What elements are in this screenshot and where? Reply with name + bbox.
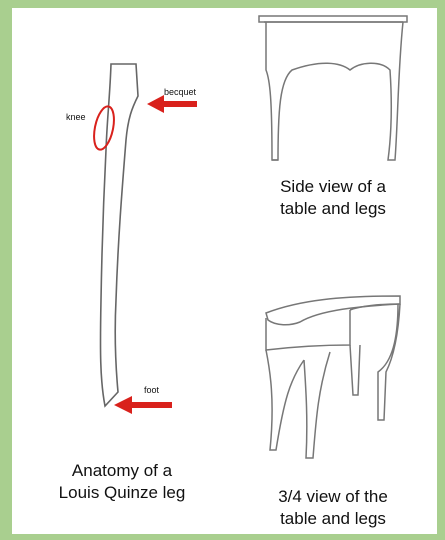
knee-highlight bbox=[91, 105, 118, 152]
three-quarter-caption: 3/4 view of the table and legs bbox=[258, 486, 408, 530]
side-view-table bbox=[259, 16, 407, 160]
leg-outline bbox=[100, 64, 138, 406]
foot-label: foot bbox=[144, 385, 159, 395]
three-quarter-table bbox=[266, 296, 400, 458]
leg-caption-line2: Louis Quinze leg bbox=[42, 482, 202, 504]
foot-arrow bbox=[114, 396, 172, 414]
becquet-label: becquet bbox=[164, 87, 196, 97]
side-view-caption: Side view of a table and legs bbox=[258, 176, 408, 220]
knee-label: knee bbox=[66, 112, 86, 122]
side-view-caption-line1: Side view of a bbox=[258, 176, 408, 198]
three-quarter-caption-line1: 3/4 view of the bbox=[258, 486, 408, 508]
side-view-caption-line2: table and legs bbox=[258, 198, 408, 220]
three-quarter-caption-line2: table and legs bbox=[258, 508, 408, 530]
leg-caption-line1: Anatomy of a bbox=[42, 460, 202, 482]
leg-caption: Anatomy of a Louis Quinze leg bbox=[42, 460, 202, 504]
becquet-arrow bbox=[147, 95, 197, 113]
